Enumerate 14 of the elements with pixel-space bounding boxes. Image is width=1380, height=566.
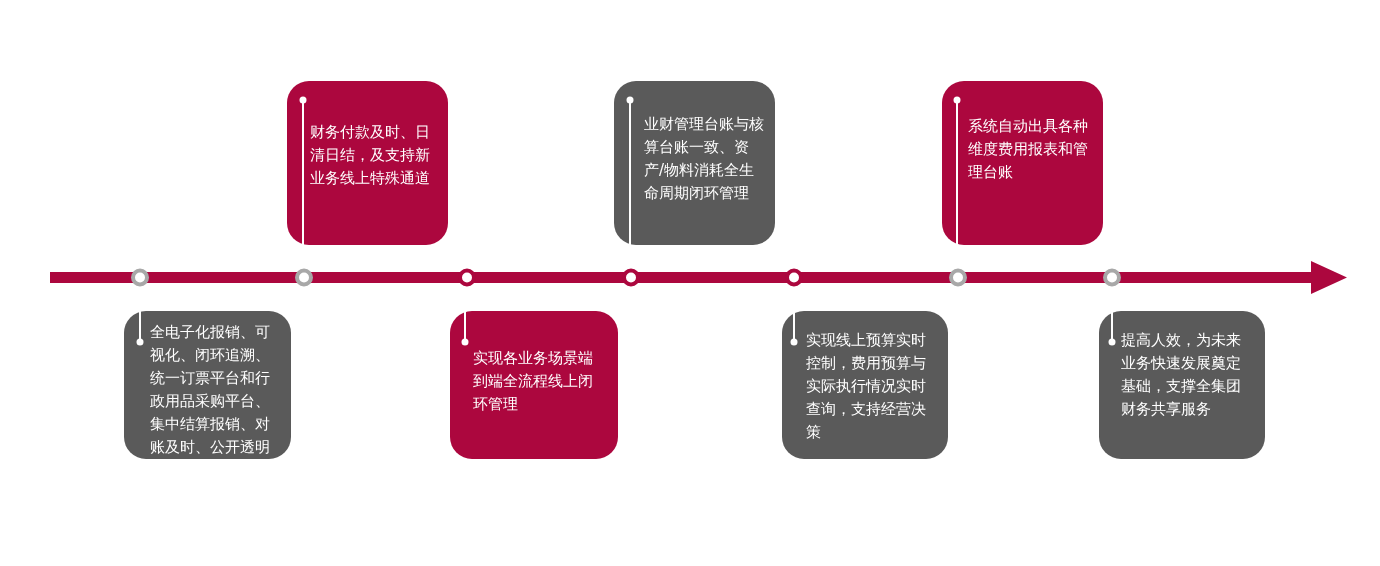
milestone-text: 实现线上预算实时控制，费用预算与实际执行情况实时查询，支持经营决策	[806, 330, 927, 443]
milestone-card	[450, 311, 618, 459]
milestone-card	[287, 81, 448, 245]
milestone-card	[124, 311, 291, 459]
milestone-card	[614, 81, 775, 245]
milestone-card	[942, 81, 1103, 245]
milestone-card	[782, 311, 948, 459]
milestone-text: 实现各业务场景端到端全流程线上闭环管理	[473, 348, 594, 415]
milestone-text: 财务付款及时、日清日结，及支持新业务线上特殊通道	[310, 122, 431, 189]
milestone-text: 提高人效，为未来业务快速发展奠定基础，支撑全集团财务共享服务	[1121, 330, 1242, 420]
milestone-text: 业财管理台账与核算台账一致、资产/物料消耗全生命周期闭环管理	[644, 114, 765, 204]
milestone-text: 系统自动出具各种维度费用报表和管理台账	[968, 116, 1089, 183]
milestone-card	[1099, 311, 1265, 459]
milestone-text: 全电子化报销、可视化、闭环追溯、统一订票平台和行政用品采购平台、集中结算报销、对账及时、公开透明	[150, 322, 271, 458]
